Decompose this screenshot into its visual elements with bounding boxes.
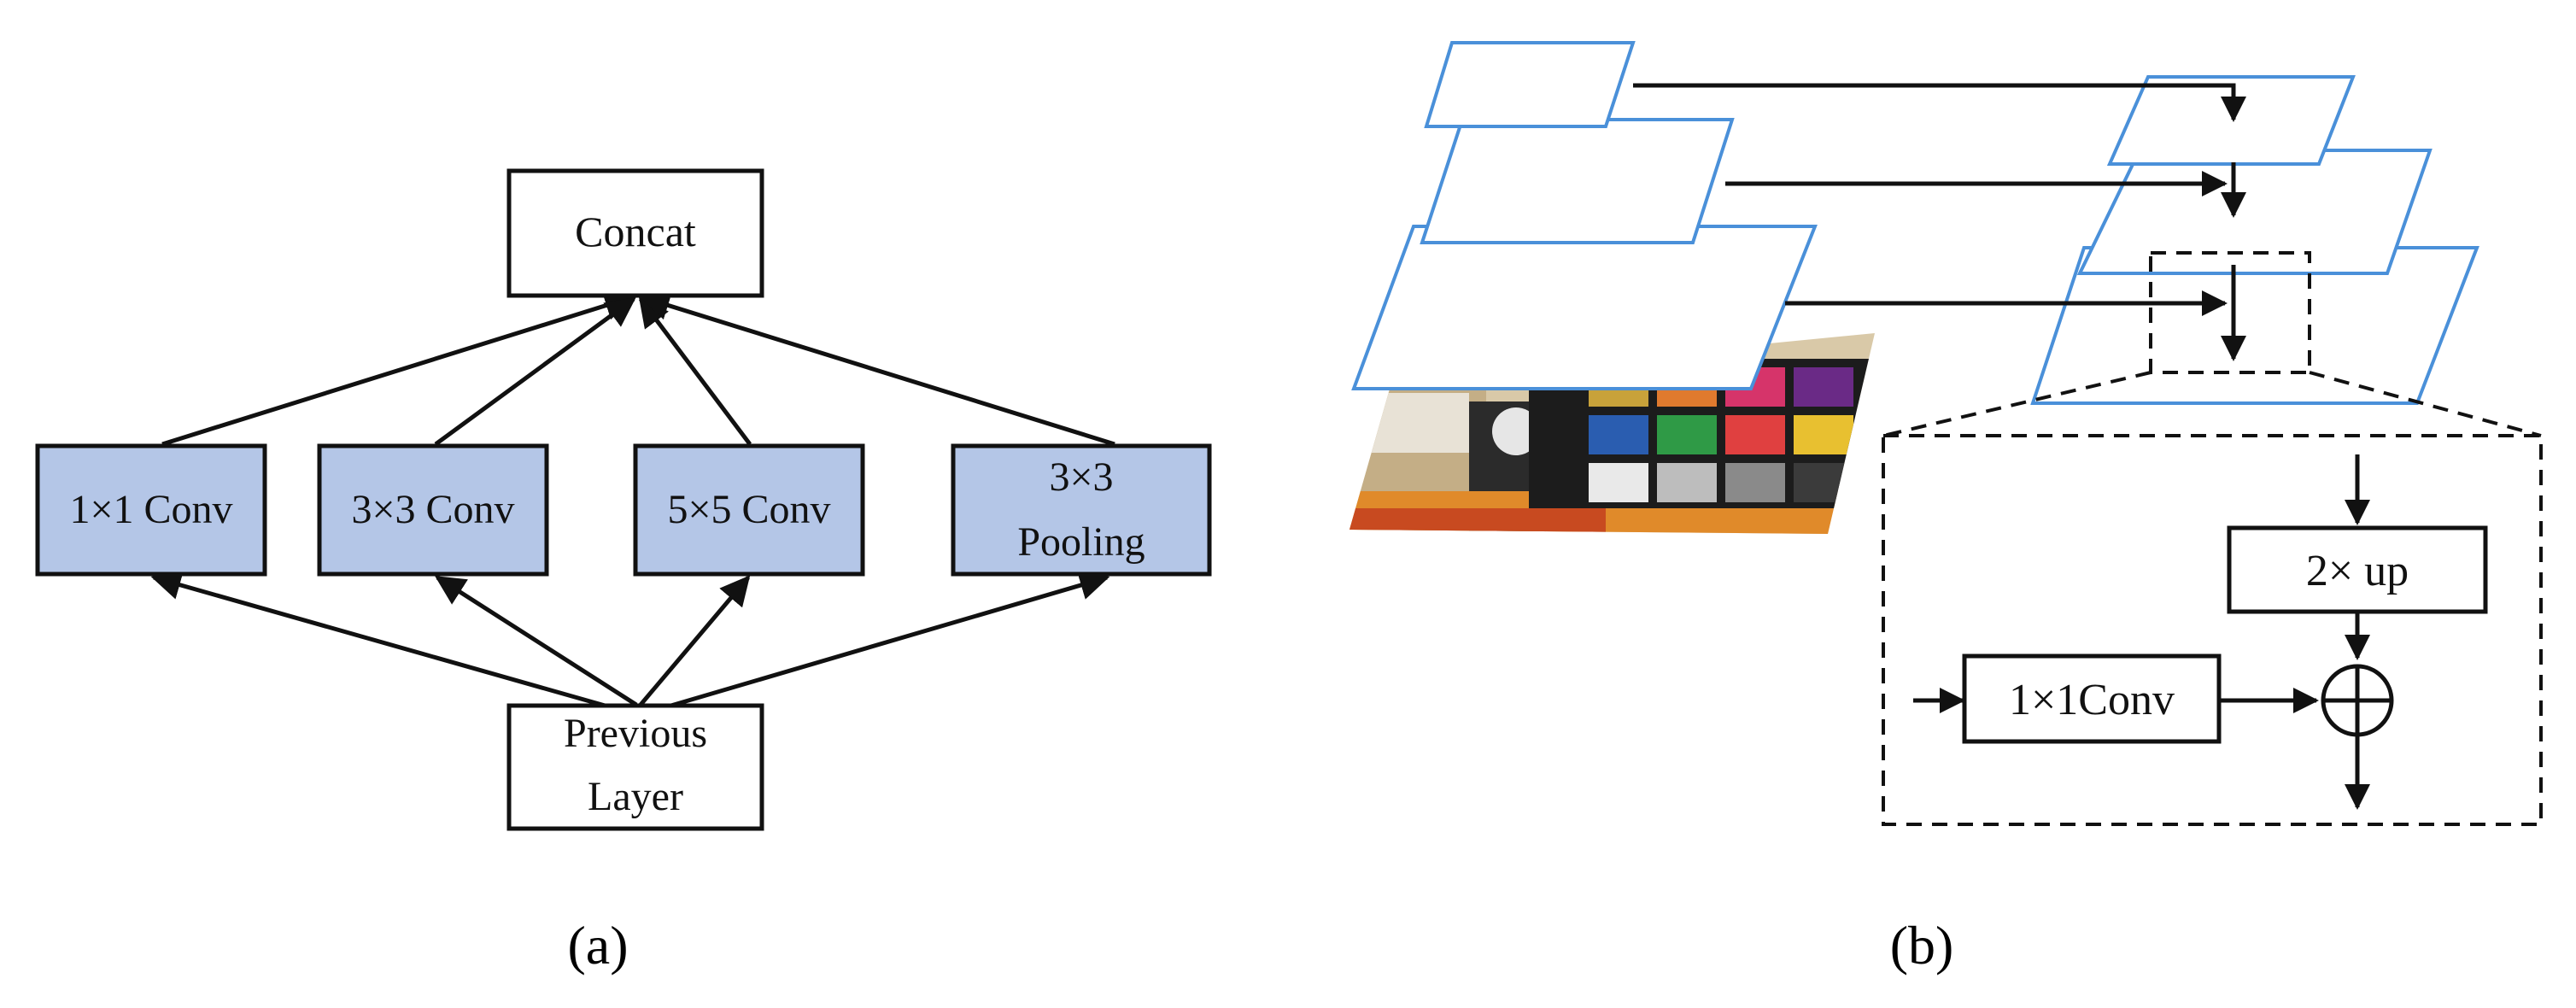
branch-pool-label-2: Pooling	[1017, 519, 1145, 565]
checker-patch	[1725, 415, 1785, 454]
arrow-prev-to-pool	[644, 571, 1110, 716]
lateral-conv-node: 1×1Conv	[1962, 653, 2222, 744]
branch-1x1-label: 1×1 Conv	[69, 487, 232, 532]
branch-3x3-label: 3×3 Conv	[351, 487, 514, 532]
checker-patch	[1657, 463, 1717, 502]
arrow-prev-to-1x1	[150, 570, 633, 716]
checker-patch	[1794, 463, 1853, 502]
plane-medium	[1420, 118, 1735, 244]
checker-patch	[1589, 415, 1648, 454]
checker-patch	[1794, 367, 1853, 407]
branch-5x5-label: 5×5 Conv	[667, 487, 830, 532]
previous-label-1: Previous	[564, 711, 707, 756]
branch-3x3-conv: 3×3 Conv	[317, 443, 549, 577]
caption-b: (b)	[1890, 915, 1954, 976]
concat-label: Concat	[575, 208, 696, 255]
previous-layer-node: Previous Layer	[506, 703, 764, 831]
checker-patch	[1794, 415, 1853, 454]
upsample-node: 2× up	[2227, 525, 2488, 614]
arrow-prev-to-5x5	[639, 575, 751, 706]
branch-pool-label-1: 3×3	[1049, 454, 1113, 500]
panel-a: Concat 1×1 Conv 3×3 Conv 5×5 Conv 3×3 Po…	[35, 168, 1212, 976]
arrow-3x3-to-concat	[434, 296, 636, 447]
arrow-1x1-to-concat	[161, 290, 635, 447]
plane-large	[1351, 225, 1818, 390]
zoom-detail	[1882, 251, 2543, 826]
plane-small	[1424, 41, 1636, 128]
zoom-source-box	[2149, 251, 2311, 374]
previous-label-2: Layer	[588, 774, 683, 819]
branch-5x5-conv: 5×5 Conv	[633, 443, 865, 577]
arrow-pool-to-concat	[639, 290, 1115, 447]
zoom-detail-box	[1882, 434, 2543, 826]
arrows-a	[150, 290, 1115, 716]
merge-block	[1913, 454, 2370, 810]
arrow-5x5-to-concat	[638, 296, 752, 446]
caption-a: (a)	[567, 915, 628, 976]
branch-1x1-conv: 1×1 Conv	[35, 443, 267, 577]
lateral-connections	[1633, 83, 2246, 361]
top-down-pyramid	[2030, 75, 2479, 405]
checker-patch	[1657, 415, 1717, 454]
arrow-prev-to-3x3	[435, 575, 638, 707]
out-plane-medium	[2076, 149, 2433, 275]
panel-b: 2× up 1×1Conv (b)	[1349, 41, 2543, 976]
concat-node: Concat	[506, 168, 764, 298]
branch-pooling: 3×3 Pooling	[951, 443, 1212, 577]
bottom-up-pyramid	[1351, 41, 1818, 390]
add-operator-icon	[2321, 664, 2394, 737]
checker-patch	[1589, 463, 1648, 502]
checker-patch	[1725, 463, 1785, 502]
input-image	[1349, 333, 1875, 534]
upsample-label: 2× up	[2306, 547, 2409, 595]
lateral-conv-label: 1×1Conv	[2009, 676, 2175, 724]
lateral-top	[1633, 83, 2246, 122]
